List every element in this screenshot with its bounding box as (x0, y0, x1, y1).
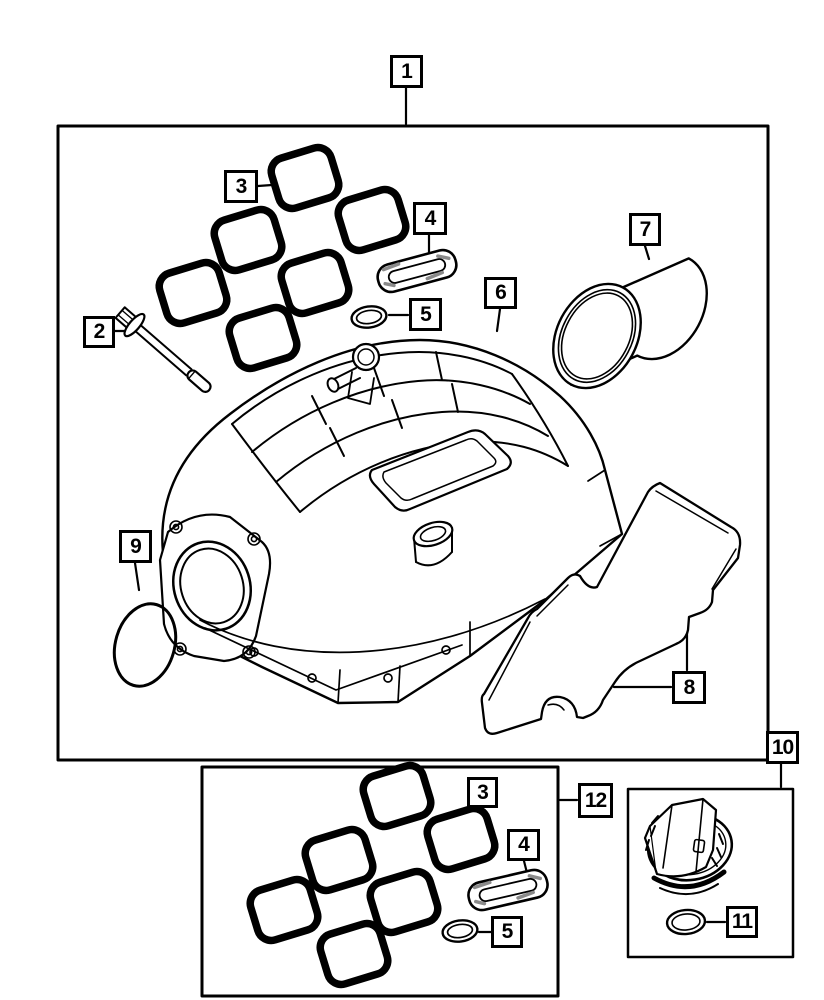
callout-5-main-label: 5 (420, 302, 432, 326)
callout-10-label: 10 (771, 735, 794, 759)
callout-4-main: 4 (413, 202, 447, 235)
callout-7: 7 (629, 213, 661, 246)
cap-rim-text-marks (645, 815, 724, 867)
callout-3-main: 3 (224, 170, 258, 203)
main-assembly-frame (56, 124, 770, 762)
callout-11: 11 (726, 906, 758, 938)
callout-4-kit: 4 (507, 829, 540, 861)
throttle-body-o-ring (112, 602, 178, 688)
callout-4-kit-label: 4 (518, 833, 530, 856)
oil-filler-cap (643, 797, 734, 895)
callout-2: 2 (83, 316, 115, 348)
callout-5-kit-label: 5 (501, 920, 514, 943)
callout-12-label: 12 (584, 788, 607, 812)
intake-port-gasket-set-main (155, 143, 410, 373)
callout-8: 8 (672, 671, 706, 704)
callout-3-main-label: 3 (235, 174, 248, 198)
callout-9: 9 (119, 530, 152, 563)
callout-1-label: 1 (401, 59, 413, 83)
oil-cap-frame (626, 787, 795, 959)
foam-sleeve (552, 257, 708, 390)
callout-7-label: 7 (639, 217, 652, 241)
intake-port-gasket-set-kit (246, 761, 499, 989)
callout-3-kit: 3 (467, 777, 498, 808)
small-o-ring-main (350, 305, 388, 329)
intake-manifold (158, 338, 624, 705)
callout-9-label: 9 (130, 534, 142, 558)
callout-10: 10 (766, 731, 799, 764)
flange-bolt (114, 306, 212, 393)
callout-5-main: 5 (409, 298, 442, 331)
cap-o-ring (665, 908, 707, 936)
callout-4-main-label: 4 (424, 206, 437, 230)
callout-2-label: 2 (93, 320, 106, 343)
callout-6: 6 (484, 277, 517, 309)
callout-3-kit-label: 3 (477, 780, 489, 804)
gasket-kit-frame (200, 765, 560, 998)
callout-12: 12 (578, 783, 613, 818)
callout-5-kit: 5 (491, 916, 523, 948)
callout-1: 1 (390, 55, 423, 88)
runner-gasket-main (376, 248, 458, 294)
small-o-ring-kit (441, 919, 479, 943)
callout-11-label: 11 (731, 910, 753, 933)
callout-8-label: 8 (683, 675, 696, 699)
foam-insulator (480, 481, 742, 735)
callout-6-label: 6 (495, 281, 507, 304)
runner-gasket-kit (467, 868, 549, 912)
